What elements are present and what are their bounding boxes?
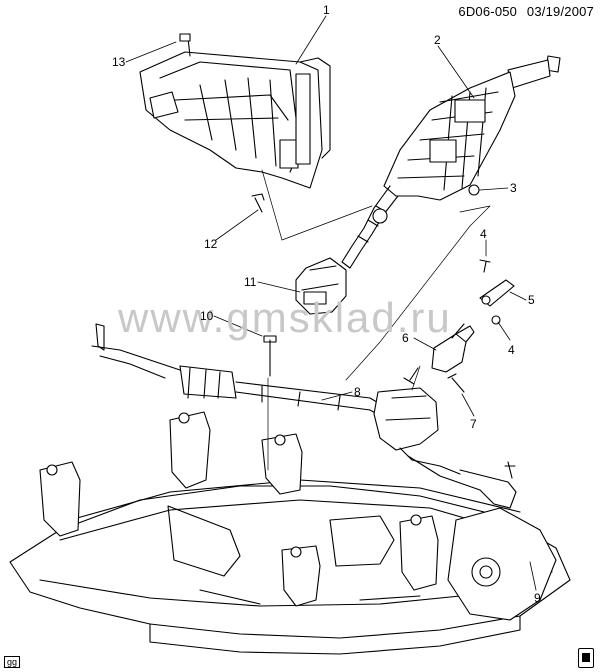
shaft-joint-6-part (431, 323, 475, 373)
nut-3-part (468, 184, 480, 196)
manual-icon (578, 648, 594, 668)
leader-lines (125, 15, 537, 591)
diagram-date: 03/19/2007 (526, 4, 594, 19)
grouping-lines (261, 169, 491, 471)
callout-label: 12 (204, 237, 218, 251)
callout-label: 3 (510, 181, 517, 195)
bolt-7-part (447, 373, 465, 393)
diagram-code: 6D06-050 (458, 4, 518, 19)
column-bracket-part (139, 33, 331, 189)
callout-label: 11 (244, 275, 257, 289)
callout-label: 9 (534, 591, 541, 605)
steering-gear-part (91, 323, 517, 509)
clamp-5-part (479, 259, 515, 325)
callout-label: 2 (434, 33, 441, 47)
corner-tag: gg (4, 656, 21, 668)
steering-column-part (341, 55, 561, 269)
callout-label: 5 (528, 293, 535, 307)
callout-label: 13 (112, 55, 126, 69)
shaft-boot-part (295, 257, 347, 315)
bolt-12-part (251, 193, 265, 213)
callout-label: 8 (354, 385, 361, 399)
callout-label: 4 (480, 227, 487, 241)
callout-label: 6 (402, 331, 409, 345)
bolt-10-part (263, 335, 277, 377)
front-cradle-part (9, 411, 571, 655)
diagram-header: 6D06-050 03/19/2007 (452, 4, 594, 19)
callout-label: 1 (323, 3, 330, 17)
callout-label: 4 (508, 343, 515, 357)
callout-label: 10 (200, 309, 214, 323)
callout-label: 7 (470, 417, 477, 431)
watermark-text: www.gmsklad.ru (118, 294, 452, 341)
